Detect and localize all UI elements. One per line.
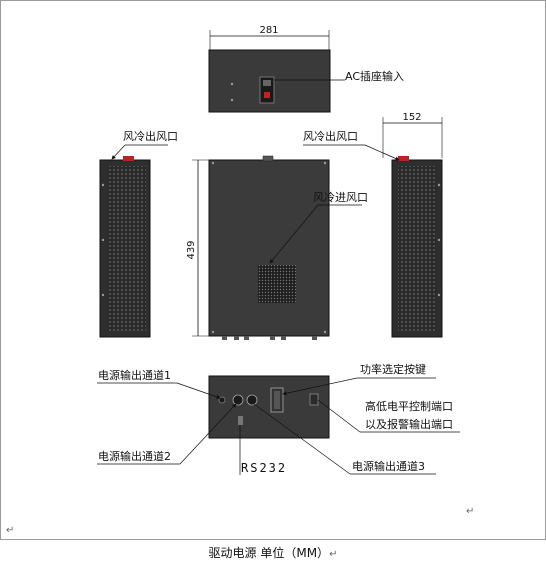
left-fan-tab	[123, 156, 134, 161]
label-fan-outlet-left: 风冷出风口	[123, 129, 178, 143]
dim-height: 439	[186, 240, 197, 259]
caption-paragraph-mark: ↵	[329, 549, 338, 560]
label-level-control-2: 以及报警输出端口	[365, 417, 453, 431]
figure-caption: 驱动电源 单位（MM）↵	[0, 544, 546, 561]
caption-text: 驱动电源 单位（MM）	[208, 546, 330, 560]
left-side-view: 风冷出风口	[99, 129, 178, 338]
left-vent-grid	[108, 166, 146, 331]
dim-depth: 152	[402, 112, 421, 123]
rs232-connector	[238, 416, 243, 425]
right-fan-tab	[398, 156, 409, 161]
label-ac-socket: AC插座输入	[345, 69, 404, 83]
right-vent-grid	[398, 166, 436, 331]
label-fan-outlet-right: 风冷出风口	[303, 129, 358, 143]
power-switch-icon	[264, 92, 270, 98]
label-output-2: 电源输出通道2	[98, 449, 171, 463]
top-view: 281 AC插座输入	[208, 25, 404, 113]
output-3-connector	[246, 394, 258, 406]
output-2-connector	[232, 394, 244, 406]
label-rs232: RS232	[241, 461, 287, 475]
label-output-3: 电源输出通道3	[352, 459, 425, 473]
bottom-view: 电源输出通道1 电源输出通道2 RS232 电源输出通道3 功率选定按键 高低电…	[97, 362, 460, 475]
front-panel	[208, 159, 330, 337]
paragraph-mark-right: ↵	[466, 506, 474, 517]
label-fan-inlet: 风冷进风口	[313, 191, 368, 204]
paragraph-mark-left: ↵	[6, 525, 14, 536]
bottom-panel	[208, 375, 330, 439]
fan-inlet-grill	[258, 265, 296, 303]
front-view: 439 风冷进风口	[186, 155, 368, 340]
dim-width: 281	[259, 25, 278, 36]
label-output-1: 电源输出通道1	[98, 368, 171, 382]
right-side-view: 152 风冷出风口	[303, 112, 443, 338]
label-level-control-1: 高低电平控制端口	[365, 399, 453, 413]
label-power-select: 功率选定按键	[360, 362, 426, 376]
level-control-port	[309, 393, 319, 406]
